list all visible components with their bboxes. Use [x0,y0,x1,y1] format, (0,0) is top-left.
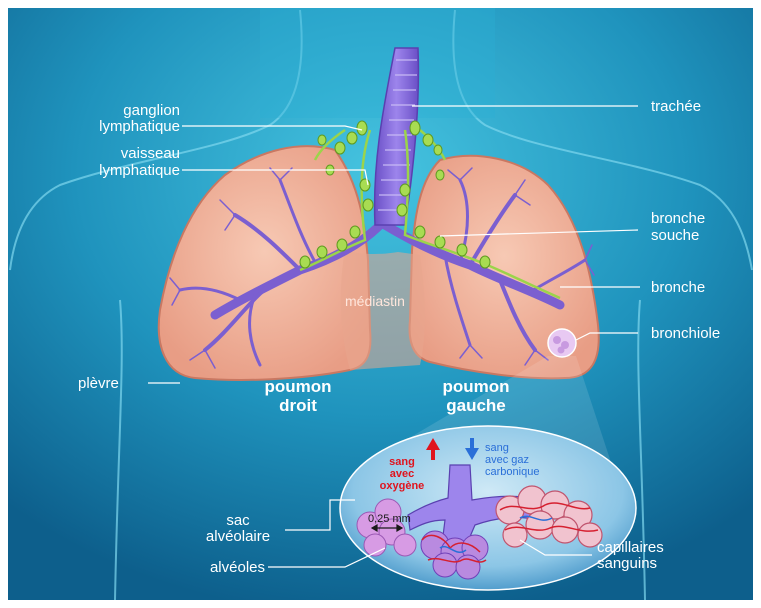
label-sang-oxy-1: sang [389,456,415,468]
label-alveoles: alvéoles [210,559,265,576]
label-bronchiole: bronchiole [651,325,720,342]
label-bronche-souche-2: souche [651,227,699,244]
label-trachee: trachée [651,98,701,115]
mediastin-area [341,250,425,370]
label-ganglion-1: ganglion [123,102,180,119]
label-plevre: plèvre [78,375,119,392]
label-scale: 0,25 mm [368,513,411,525]
label-sac-2: alvéolaire [206,528,270,545]
label-sang-oxy-2: avec [390,468,414,480]
label-sang-gaz-1: sang [485,442,509,454]
label-sang-gaz-2: avec gaz [485,454,529,466]
label-poumon-droit-2: droit [279,396,317,415]
label-poumon-gauche-1: poumon [442,377,509,396]
label-vaisseau-2: lymphatique [99,162,180,179]
label-mediastin: médiastin [345,293,405,309]
neck-shade [260,8,495,118]
label-poumon-droit-1: poumon [264,377,331,396]
label-capillaires-1: capillaires [597,539,664,556]
label-bronche-souche-1: bronche [651,210,705,227]
label-vaisseau-1: vaisseau [121,145,180,162]
label-sac-1: sac [226,512,250,529]
label-sang-gaz-3: carbonique [485,466,539,478]
label-bronche: bronche [651,279,705,296]
label-sang-oxy-3: oxygène [380,480,425,492]
label-capillaires-2: sanguins [597,555,657,572]
label-poumon-gauche-2: gauche [446,396,506,415]
label-ganglion-2: lymphatique [99,118,180,135]
bronchiole-marker [548,329,576,357]
